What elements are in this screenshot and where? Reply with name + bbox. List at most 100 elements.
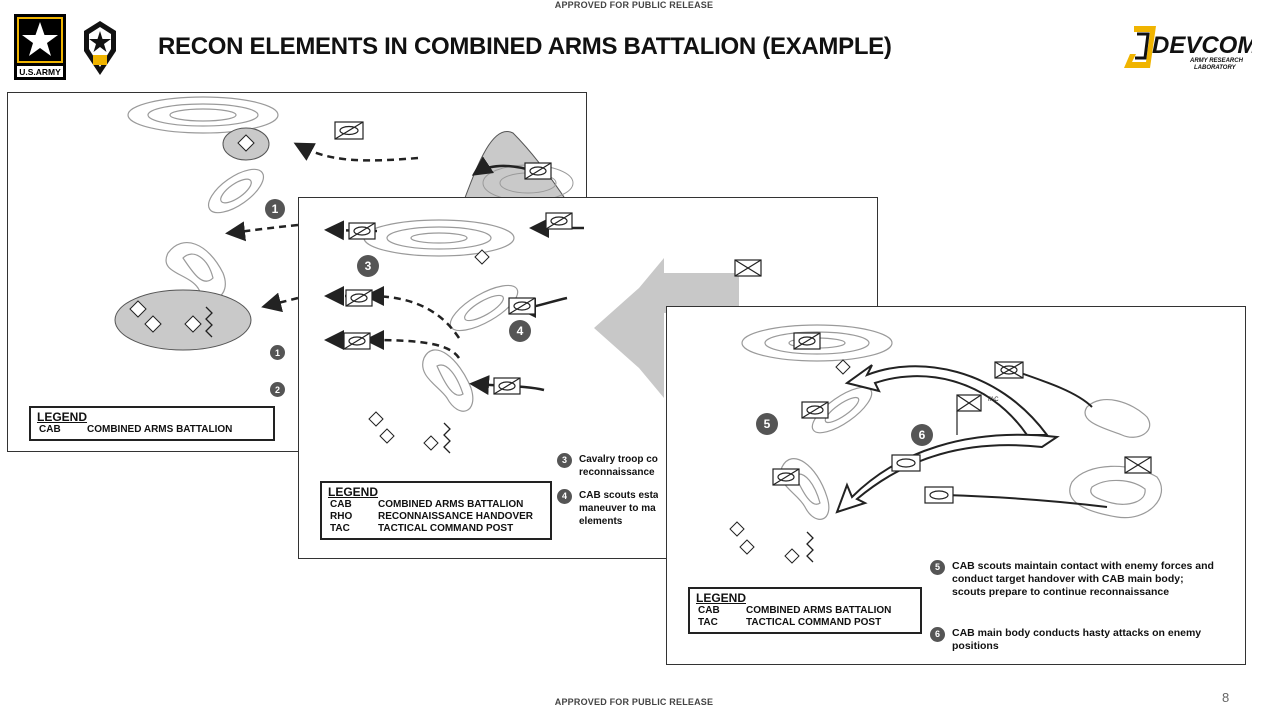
army-logo-text: U.S.ARMY: [19, 67, 61, 77]
attack-arrow: [835, 433, 1060, 514]
recon-unit-symbol: [345, 289, 373, 307]
terrain-contour: [147, 103, 259, 127]
panel1-legend: LEGEND CAB COMBINED ARMS BATTALION: [29, 406, 275, 441]
terrain-contour: [169, 108, 237, 122]
legend-text: RECONNAISSANCE HANDOVER: [378, 511, 534, 522]
terrain-contour: [1069, 465, 1163, 519]
release-banner-bottom: APPROVED FOR PUBLIC RELEASE: [554, 697, 714, 707]
step-number: 5: [930, 560, 945, 575]
legend-text: TACTICAL COMMAND POST: [746, 617, 882, 628]
movement-line: [944, 494, 1108, 508]
tac-label: TAC: [987, 397, 999, 403]
movement-line: [1011, 369, 1093, 408]
legend-row: RHO RECONNAISSANCE HANDOVER: [328, 511, 533, 523]
terrain-contour: [764, 331, 870, 355]
recon-unit-symbol: [493, 377, 521, 395]
devcom-logo-text: DEVCOM: [1152, 32, 1252, 59]
legend-row: TAC TACTICAL COMMAND POST: [328, 523, 533, 535]
terrain-contour: [780, 458, 830, 520]
movement-arrow: [261, 292, 299, 313]
movement-arrow: [364, 330, 461, 359]
page-number: 8: [1222, 690, 1230, 705]
legend-abbr: TAC: [330, 523, 350, 534]
legend-row: CAB COMBINED ARMS BATTALION: [328, 499, 533, 511]
page-title: RECON ELEMENTS IN COMBINED ARMS BATTALIO…: [158, 33, 892, 60]
step-number: 4: [557, 489, 572, 504]
release-banner-top: APPROVED FOR PUBLIC RELEASE: [554, 0, 714, 10]
enemy-unit-symbols: [729, 359, 851, 564]
terrain-contour: [1084, 398, 1151, 438]
hq-unit-symbol: [891, 454, 921, 472]
attack-arrow: [844, 364, 1049, 436]
panel2-legend: LEGEND CAB COMBINED ARMS BATTALION RHO REC…: [320, 481, 552, 540]
recon-unit-symbol: [545, 212, 573, 230]
legend-abbr: RHO: [330, 511, 353, 522]
hq-unit-symbol: [734, 259, 762, 277]
recon-unit-symbol: [508, 297, 536, 315]
step-text: Cavalry troop co reconnaissance: [579, 454, 658, 478]
terrain-contour: [464, 294, 504, 322]
terrain-contour: [127, 96, 279, 134]
recon-unit-symbol: [793, 332, 821, 350]
map-marker-1: 1: [265, 199, 285, 219]
legend-row: CAB COMBINED ARMS BATTALION: [696, 605, 891, 617]
map-marker-5: 5: [756, 413, 778, 435]
legend-text: COMBINED ARMS BATTALION: [378, 499, 524, 510]
movement-arrow: [364, 286, 461, 339]
terrain-contour: [386, 226, 492, 250]
recon-unit-symbol: [524, 162, 552, 180]
terrain-contour: [182, 253, 214, 282]
obstacle-line: [443, 422, 451, 454]
step-5: 5 CAB scouts maintain contact with enemy…: [930, 560, 1220, 599]
map-marker-3: 3: [357, 255, 379, 277]
panel2-diagram: [324, 212, 762, 454]
step-4: 4 CAB scouts esta maneuver to ma element…: [557, 489, 665, 528]
hq-unit-symbol: [924, 486, 954, 504]
legend-abbr: CAB: [330, 499, 352, 510]
movement-arrow: [293, 142, 419, 162]
hq-unit-symbol: [994, 361, 1024, 379]
legend-title: LEGEND: [37, 410, 88, 424]
enemy-unit-symbols: [129, 134, 255, 333]
legend-row: CAB COMBINED ARMS BATTALION: [37, 424, 232, 436]
legend-text: COMBINED ARMS BATTALION: [87, 424, 233, 435]
terrain-contour: [1090, 479, 1146, 505]
legend-abbr: CAB: [698, 605, 720, 616]
devcom-sub1: ARMY RESEARCH: [1189, 58, 1244, 64]
terrain-contour: [220, 178, 252, 204]
recon-unit-symbol: [772, 468, 800, 486]
devcom-sub2: LABORATORY: [1194, 65, 1237, 71]
step-6: 6 CAB main body conducts hasty attacks o…: [930, 627, 1220, 653]
map-marker-6: 6: [911, 424, 933, 446]
enemy-unit-symbols: [368, 249, 490, 451]
terrain-contour: [436, 364, 464, 396]
devcom-logo: DEVCOM ARMY RESEARCH LABORATORY: [1122, 24, 1258, 72]
terrain-contour: [794, 473, 821, 505]
movement-arrow: [225, 221, 299, 242]
recon-unit-symbol: [348, 222, 376, 240]
hq-unit-symbol: [1124, 456, 1152, 474]
terrain-contour: [824, 396, 860, 424]
step-text: CAB main body conducts hasty attacks on …: [952, 627, 1202, 652]
terrain-contour: [207, 168, 265, 214]
step-1-number: 1: [270, 345, 285, 360]
us-army-logo: U.S.ARMY: [14, 14, 66, 80]
legend-text: TACTICAL COMMAND POST: [378, 523, 514, 534]
legend-title: LEGEND: [696, 591, 747, 605]
recon-unit-symbol: [801, 401, 829, 419]
recon-unit-symbol: [334, 121, 364, 140]
step-text: CAB scouts maintain contact with enemy f…: [952, 560, 1214, 598]
legend-title: LEGEND: [328, 485, 379, 499]
step-number: 6: [930, 627, 945, 642]
panel-recon-phase-3: TAC 5 6 5 CAB scouts maintain contact wi…: [666, 306, 1246, 665]
devcom-emblem-icon: [1124, 26, 1156, 68]
panel1-diagram: [114, 96, 574, 351]
shield-star-icon: [84, 21, 116, 75]
terrain-contour: [741, 324, 893, 362]
step-number: 3: [557, 453, 572, 468]
step-text: CAB scouts esta maneuver to ma elements: [579, 490, 659, 527]
army-star-icon: U.S.ARMY: [14, 14, 66, 80]
legend-text: COMBINED ARMS BATTALION: [746, 605, 892, 616]
